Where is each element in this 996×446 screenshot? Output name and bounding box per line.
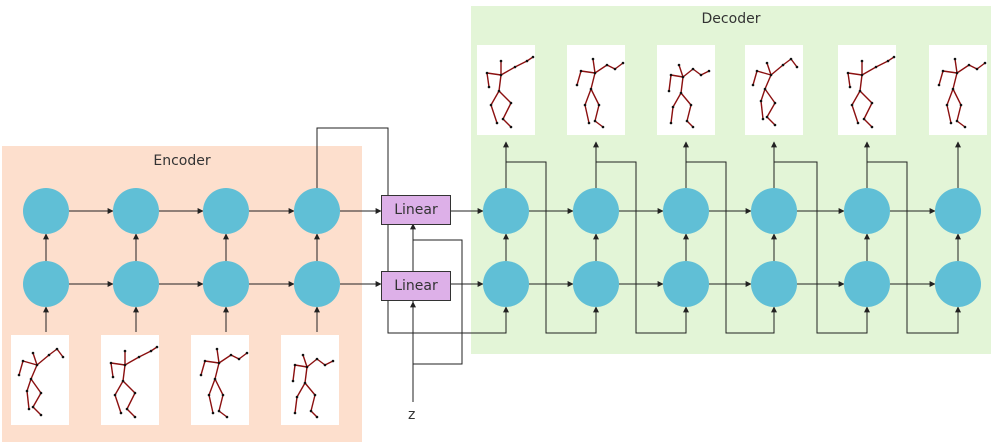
encoder-node-top-4 — [294, 188, 340, 234]
decoder-node-top-1 — [483, 188, 529, 234]
encoder-input-pose-3 — [191, 335, 249, 425]
decoder-node-top-6 — [935, 188, 981, 234]
encoder-node-bottom-4 — [294, 261, 340, 307]
encoder-node-top-1 — [23, 188, 69, 234]
encoder-node-top-3 — [203, 188, 249, 234]
encoder-input-pose-2 — [101, 335, 159, 425]
decoder-output-pose-5 — [838, 45, 896, 135]
decoder-region: Decoder — [471, 6, 991, 354]
linear-block-top: Linear — [381, 195, 451, 225]
decoder-output-pose-6 — [929, 45, 987, 135]
decoder-output-pose-4 — [745, 45, 803, 135]
decoder-output-pose-1 — [477, 45, 535, 135]
decoder-node-bottom-2 — [573, 261, 619, 307]
decoder-node-top-2 — [573, 188, 619, 234]
latent-z-label: z — [408, 407, 416, 423]
decoder-node-bottom-6 — [935, 261, 981, 307]
encoder-node-bottom-1 — [23, 261, 69, 307]
decoder-node-bottom-3 — [663, 261, 709, 307]
decoder-output-pose-2 — [567, 45, 625, 135]
decoder-node-bottom-5 — [844, 261, 890, 307]
decoder-node-top-5 — [844, 188, 890, 234]
encoder-input-pose-1 — [11, 335, 69, 425]
decoder-node-top-4 — [751, 188, 797, 234]
decoder-output-pose-3 — [657, 45, 715, 135]
decoder-node-bottom-1 — [483, 261, 529, 307]
encoder-label: Encoder — [153, 153, 211, 169]
decoder-label: Decoder — [701, 11, 761, 27]
encoder-node-top-2 — [113, 188, 159, 234]
encoder-node-bottom-3 — [203, 261, 249, 307]
linear-block-bottom: Linear — [381, 271, 451, 301]
decoder-node-bottom-4 — [751, 261, 797, 307]
decoder-node-top-3 — [663, 188, 709, 234]
encoder-node-bottom-2 — [113, 261, 159, 307]
encoder-input-pose-4 — [281, 335, 339, 425]
